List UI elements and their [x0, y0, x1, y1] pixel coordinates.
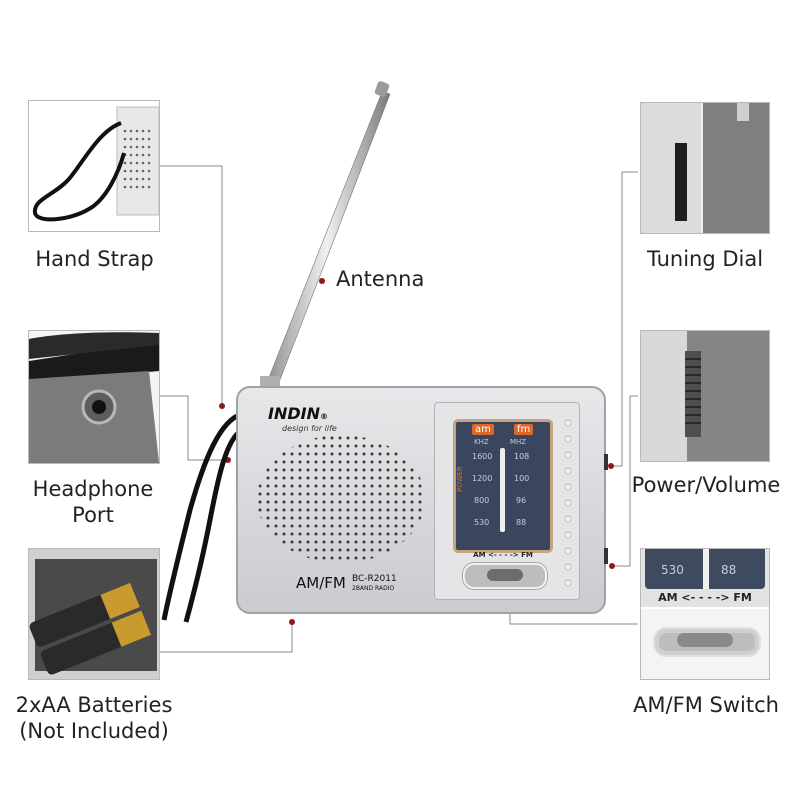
radio-band-label: AM/FM — [296, 574, 346, 592]
dial-am-530: 530 — [474, 518, 490, 527]
radio-model-number: BC-R2011 — [352, 574, 397, 584]
radio-body: INDIN® design for life AM/FM BC-R2011 2B… — [236, 386, 608, 614]
tuning-dial-label: Tuning Dial — [646, 247, 764, 271]
dial-fm-88: 88 — [516, 518, 527, 527]
radio-hand-strap — [161, 411, 244, 623]
dial-needle — [500, 448, 505, 532]
dial-fm-tag: fm — [514, 424, 534, 435]
volume-knob[interactable] — [604, 548, 608, 564]
side-dots — [564, 419, 572, 587]
power-volume-label: Power/Volume — [631, 473, 781, 497]
amfm-switch[interactable] — [463, 563, 547, 589]
dial-am-1600: 1600 — [472, 452, 493, 461]
zoom-switch-text: AM <- - - -> FM — [658, 591, 752, 604]
amfm-switch-label: AM/FM Switch — [633, 693, 779, 717]
headphone-port-label: Headphone Port — [32, 477, 154, 527]
dial-am-tag: am — [472, 424, 494, 435]
batteries-label: 2xAA Batteries (Not Included) — [15, 693, 173, 743]
dial-khz: KHZ — [474, 438, 489, 446]
dial-fm-100: 100 — [514, 474, 530, 483]
dial-fm-108: 108 — [514, 452, 530, 461]
power-volume-thumbnail — [640, 330, 770, 462]
antenna — [260, 81, 391, 391]
dial-mhz: MHZ — [510, 438, 527, 446]
tuning-knob[interactable] — [604, 454, 608, 470]
zoom-fm-value: 88 — [721, 563, 737, 577]
dial-power: POWER — [456, 466, 464, 492]
dial-panel: am fm KHZ MHZ POWER 1600 1200 800 530 10… — [434, 402, 580, 600]
hand-strap-label: Hand Strap — [35, 247, 154, 271]
headphone-port-thumbnail — [28, 330, 160, 464]
amfm-switch-thumbnail: 530 88 AM <- - - -> FM — [640, 548, 770, 680]
zoom-am-value: 530 — [661, 563, 684, 577]
dial-am-800: 800 — [474, 496, 490, 505]
antenna-label: Antenna — [336, 267, 425, 291]
dial-switch-text: AM <- - - -> FM — [473, 551, 533, 559]
radio-tagline: design for life — [282, 424, 337, 433]
batteries-thumbnail — [28, 548, 160, 680]
dial-window: am fm KHZ MHZ POWER 1600 1200 800 530 10… — [453, 419, 553, 553]
dial-fm-96: 96 — [516, 496, 527, 505]
tuning-dial-thumbnail — [640, 102, 770, 234]
dial-am-1200: 1200 — [472, 474, 493, 483]
radio-brand: INDIN® — [268, 404, 328, 423]
radio-model-sub: 2BAND RADIO — [352, 585, 395, 592]
hand-strap-thumbnail — [28, 100, 160, 232]
speaker-grille — [257, 435, 425, 563]
